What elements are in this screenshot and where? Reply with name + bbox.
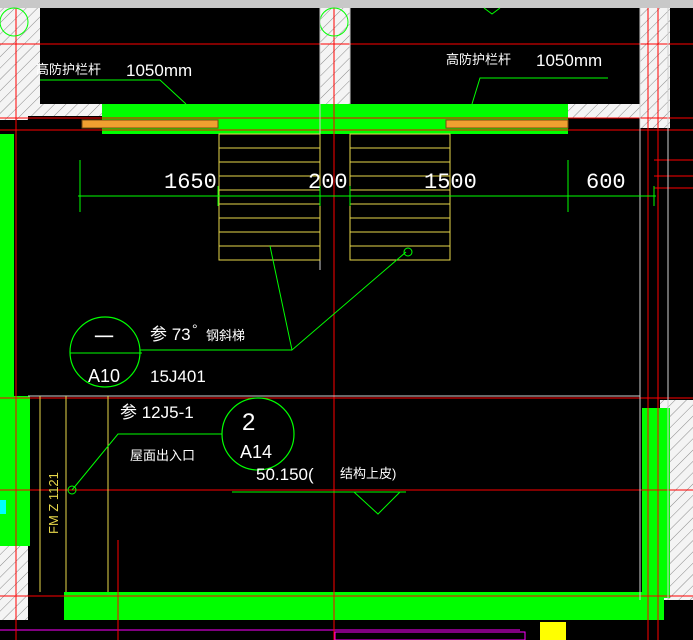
railing-left	[81, 119, 219, 129]
grid-bubble-right-mark	[483, 7, 501, 15]
elevation-value: 50.150(	[256, 465, 314, 484]
beam-bottom	[64, 592, 664, 620]
wall-hatch-right-ledge	[566, 104, 646, 118]
callout-a14-sheet: A14	[240, 442, 272, 462]
see-ref-1: 参 73	[150, 325, 191, 344]
guardrail-right-height: 1050mm	[536, 51, 602, 70]
door-code: FM Z 1121	[46, 472, 61, 534]
stair-left	[218, 133, 321, 261]
callout-a10-sheet: A10	[88, 366, 120, 386]
callout-a10-circle[interactable]	[69, 316, 141, 388]
stair-type: 钢斜梯	[206, 328, 245, 343]
wall-left-lower	[0, 396, 30, 546]
wall-hatch-center-col	[320, 8, 350, 104]
door-frame	[39, 396, 109, 592]
railing-right	[445, 119, 569, 129]
elevation-note: 结构上皮)	[340, 466, 396, 481]
wall-hatch-left-ledge	[22, 104, 102, 116]
leader-lines	[40, 77, 608, 515]
guardrail-left-label: 高防护栏杆	[36, 62, 101, 77]
guardrail-left-height: 1050mm	[126, 61, 192, 80]
column-marker-bottom	[540, 622, 566, 640]
callout-a14-number: 2	[242, 409, 255, 436]
dim-600: 600	[586, 170, 626, 195]
wall-hatch-left-col	[22, 8, 40, 104]
leader-dot-stair	[403, 247, 413, 257]
dimension-line	[78, 160, 656, 212]
edge-lines	[28, 8, 669, 600]
callout-a14-circle[interactable]	[221, 397, 295, 471]
callout-a10-number: 一	[94, 327, 114, 349]
wall-right-lower	[642, 408, 670, 598]
see-ref-2: 参 12J5-1	[120, 403, 194, 422]
dim-200: 200	[308, 170, 348, 195]
magenta-box	[334, 631, 526, 640]
dim-1500: 1500	[424, 170, 477, 195]
roof-access-label: 屋面出入口	[130, 448, 195, 463]
wall-left	[0, 134, 14, 396]
cyan-mark-left	[0, 500, 6, 514]
atlas-ref-1: 15J401	[150, 367, 206, 386]
guardrail-right-label: 高防护栏杆	[446, 52, 511, 67]
axis-lines	[0, 8, 693, 640]
dim-1650: 1650	[164, 170, 217, 195]
grid-bubble-left	[0, 7, 29, 37]
degree-mark: °	[192, 321, 198, 337]
top-edge-strip	[0, 0, 693, 8]
leader-dot-door	[67, 485, 77, 495]
beam-top	[102, 104, 568, 134]
stair-right	[349, 133, 451, 261]
